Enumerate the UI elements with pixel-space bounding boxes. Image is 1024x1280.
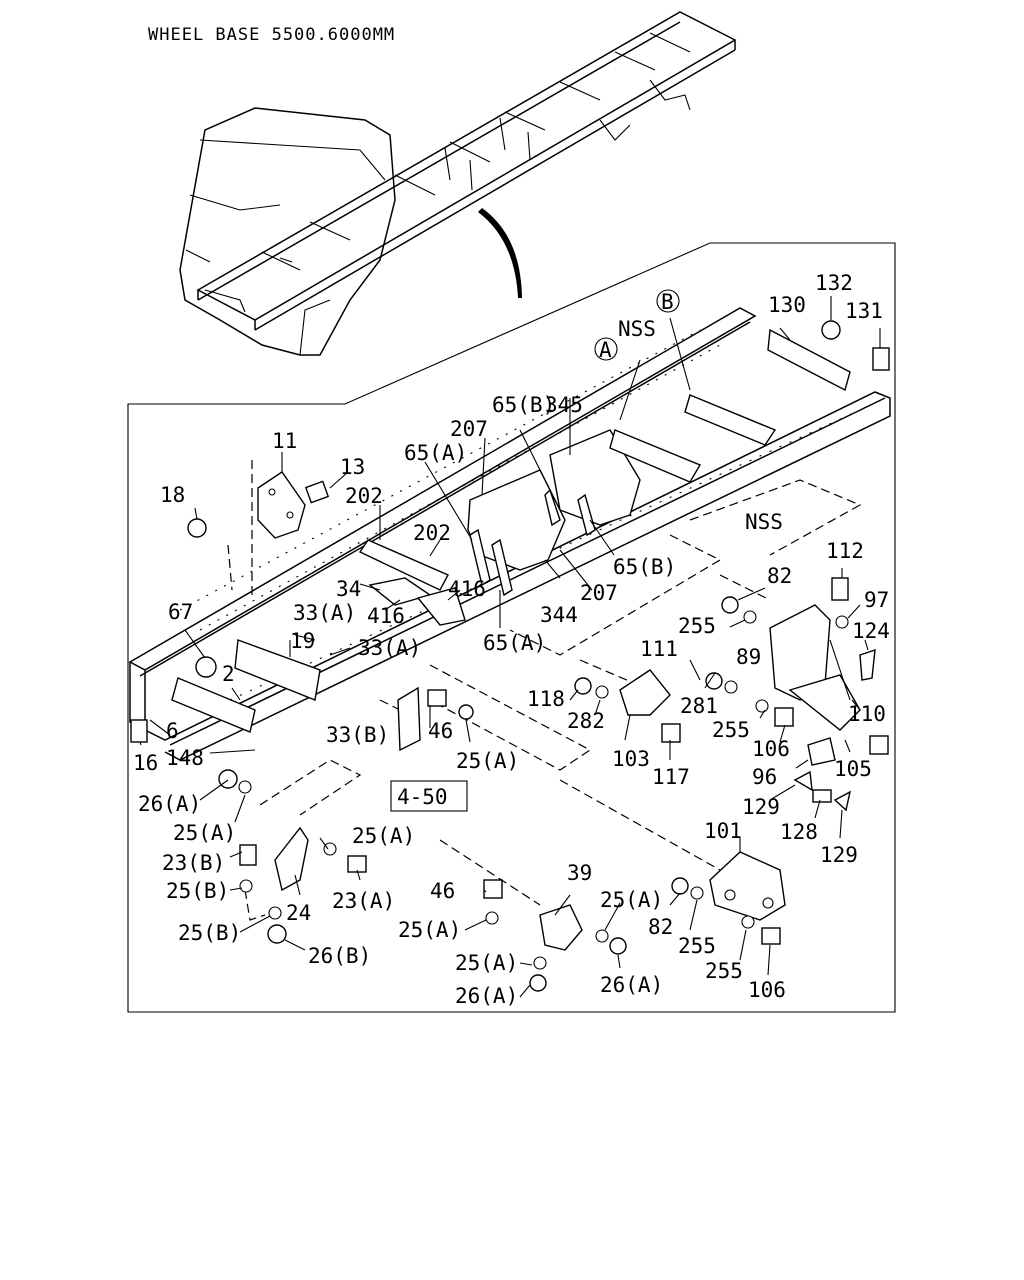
leader-lines [139,296,881,998]
callout-106: 106 [752,737,790,761]
callout-6: 6 [166,719,179,743]
callout-124: 124 [852,619,890,643]
callout-128: 128 [780,820,818,844]
reference-box-frame [390,780,468,812]
callout-416: 416 [448,577,486,601]
callout-103: 103 [612,747,650,771]
callout-33b: 33(B) [326,723,389,747]
callout-117: 117 [652,765,690,789]
callout-82: 82 [767,564,792,588]
callout-106: 106 [748,978,786,1002]
callout-148: 148 [166,746,204,770]
circle-markers: A B [594,289,680,362]
callout-33a: 33(A) [358,636,421,660]
callout-46: 46 [430,879,455,903]
callout-65b: 65(B) [613,555,676,579]
callout-255: 255 [678,934,716,958]
part-shapes [130,320,890,992]
callout-16: 16 [133,751,158,775]
callout-96: 96 [752,765,777,789]
callout-labels: 11 13 18 202 202 207 65(A) 65(B) 345 NSS… [133,271,890,1008]
callout-202: 202 [413,521,451,545]
callout-25a: 25(A) [173,821,236,845]
callout-25a: 25(A) [456,749,519,773]
callout-25a: 25(A) [398,918,461,942]
callout-19: 19 [290,629,315,653]
reference-box[interactable]: 4-50 [397,785,448,809]
callout-26a: 26(A) [138,792,201,816]
callout-416: 416 [367,604,405,628]
callout-65b: 65(B) [492,393,555,417]
callout-111: 111 [640,637,678,661]
callout-101: 101 [704,819,742,843]
callout-282: 282 [567,709,605,733]
callout-25b: 25(B) [166,879,229,903]
marker-b-circle [656,289,680,313]
callout-26a: 26(A) [455,984,518,1008]
marker-b: B [661,290,674,314]
callout-118: 118 [527,687,565,711]
callout-207: 207 [580,581,618,605]
marker-a-circle [594,337,618,361]
callout-24: 24 [286,901,311,925]
callout-207: 207 [450,417,488,441]
callout-26b: 26(B) [308,944,371,968]
callout-132: 132 [815,271,853,295]
callout-105: 105 [834,757,872,781]
callout-345: 345 [545,393,583,417]
marker-a: A [599,338,612,362]
detail-frame [127,242,896,1013]
callout-13: 13 [340,455,365,479]
callout-82: 82 [648,915,673,939]
callout-25a: 25(A) [455,951,518,975]
callout-112: 112 [826,539,864,563]
callout-33a: 33(A) [293,601,356,625]
diagram-title: WHEEL BASE 5500.6000MM [148,25,395,45]
callout-255: 255 [678,614,716,638]
callout-130: 130 [768,293,806,317]
truck-overview [179,11,737,356]
callout-11: 11 [272,429,297,453]
callout-nss: NSS [745,510,783,534]
callout-25b: 25(B) [178,921,241,945]
callout-23a: 23(A) [332,889,395,913]
callout-255: 255 [712,718,750,742]
callout-39: 39 [567,861,592,885]
callout-25a: 25(A) [352,824,415,848]
callout-129: 129 [742,795,780,819]
callout-129: 129 [820,843,858,867]
callout-281: 281 [680,694,718,718]
callout-97: 97 [864,588,889,612]
callout-131: 131 [845,299,883,323]
callout-110: 110 [848,702,886,726]
callout-25a: 25(A) [600,888,663,912]
callout-344: 344 [540,603,578,627]
callout-65a: 65(A) [404,441,467,465]
callout-202: 202 [345,484,383,508]
callout-26a: 26(A) [600,973,663,997]
callout-34: 34 [336,577,361,601]
callout-46: 46 [428,719,453,743]
callout-255: 255 [705,959,743,983]
callout-67: 67 [168,600,193,624]
callout-89: 89 [736,645,761,669]
callout-nss: NSS [618,317,656,341]
callout-18: 18 [160,483,185,507]
callout-2: 2 [222,662,235,686]
callout-65a: 65(A) [483,631,546,655]
callout-23b: 23(B) [162,851,225,875]
